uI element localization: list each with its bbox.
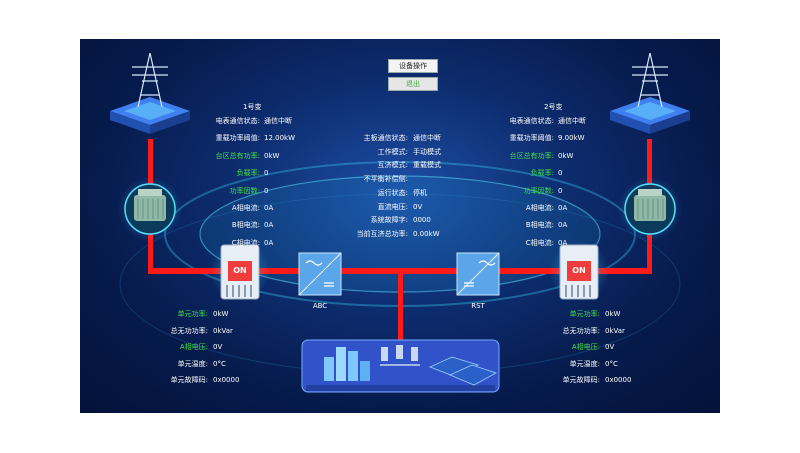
diagram-canvas	[110, 52, 690, 393]
left-transformer-value-5: 0A	[264, 204, 274, 212]
right-unit-value-0: 0kW	[605, 310, 621, 318]
center-status-label-5: 直流电压:	[377, 202, 408, 211]
right-transformer-value-3: 0	[558, 169, 563, 178]
left-transformer-value-1: 12.00kW	[264, 134, 296, 143]
left-switch-icon	[210, 241, 270, 301]
buildings-icon	[324, 347, 370, 381]
left-unit-label-3: 单元温度:	[177, 359, 208, 368]
center-status-label-3: 不平衡补偿侧:	[363, 175, 408, 184]
center-status-value-4: 停机	[413, 188, 427, 197]
left-converter-icon	[298, 252, 342, 296]
center-status-label-0: 主板通信状态:	[363, 134, 408, 142]
right-transformer-value-6: 0A	[558, 221, 568, 230]
left-unit-label-1: 总无功功率:	[170, 326, 208, 335]
left-transformer-label-2: 台区总有功率:	[215, 151, 260, 160]
left-unit-value-1: 0kVar	[213, 326, 233, 335]
right-transformer-label-0: 电表通信状态:	[509, 117, 554, 125]
load-platform-icon	[301, 339, 500, 393]
right-unit-value-4: 0x0000	[605, 376, 632, 384]
right-unit-label-0: 单元功率:	[569, 310, 600, 318]
left-transformer-value-2: 0kW	[264, 151, 280, 160]
right-transformer-value-5: 0A	[558, 204, 568, 212]
left-converter-label: ABC	[312, 302, 328, 310]
right-converter-label: RST	[471, 302, 485, 310]
right-transformer-icon	[618, 177, 682, 241]
right-unit-value-1: 0kVar	[605, 326, 625, 335]
right-transformer-label-4: 功率因数:	[523, 186, 554, 195]
left-unit-label-4: 单元故障码:	[170, 376, 208, 384]
right-unit-label-1: 总无功功率:	[562, 326, 600, 335]
left-unit-value-0: 0kW	[213, 310, 229, 318]
right-transformer-value-4: 0	[558, 186, 563, 195]
right-transformer-label-6: B相电流:	[525, 221, 554, 230]
center-status-value-1: 手动模式	[413, 147, 441, 156]
center-status-label-1: 工作模式:	[377, 147, 408, 156]
left-transformer-value-6: 0A	[264, 221, 274, 230]
center-status-label-7: 当前互济总功率:	[356, 229, 408, 238]
center-status-value-7: 0.00kW	[413, 229, 440, 238]
right-switch-state[interactable]: ON	[572, 266, 586, 275]
right-converter-icon	[456, 252, 500, 296]
left-unit-label-2: A相电压:	[179, 343, 208, 351]
right-transformer-value-2: 0kW	[558, 151, 574, 160]
center-drop-line	[398, 268, 403, 345]
center-status-value-2: 重载模式	[413, 161, 441, 170]
left-transformer-value-4: 0	[264, 186, 269, 195]
charger-icon	[380, 345, 420, 366]
left-unit-value-2: 0V	[213, 343, 223, 351]
center-status-label-4: 运行状态:	[377, 188, 408, 197]
center-status-label-2: 互济模式:	[377, 161, 408, 170]
left-transformer-label-4: 功率因数:	[229, 186, 260, 195]
center-status-label-6: 系统故障字:	[370, 216, 408, 225]
left-transformer-label-3: 负载率:	[236, 169, 260, 178]
left-unit-value-4: 0x0000	[213, 376, 240, 384]
left-transformer-value-7: 0A	[264, 238, 274, 247]
right-transformer-label-7: C相电流:	[525, 238, 554, 247]
center-status-value-6: 0000	[413, 216, 431, 225]
right-transformer-value-7: 0A	[558, 238, 568, 247]
solar-panel-icon	[428, 356, 497, 386]
left-transformer-label-0: 电表通信状态:	[215, 117, 260, 125]
left-transformer-label-5: A相电流:	[231, 204, 260, 212]
left-switch-state[interactable]: ON	[233, 266, 247, 275]
right-transformer-label-3: 负载率:	[530, 169, 554, 178]
right-unit-label-3: 单元温度:	[569, 359, 600, 368]
left-transformer-label-7: C相电流:	[231, 238, 260, 247]
left-transformer-value-3: 0	[264, 169, 269, 178]
right-unit-label-2: A相电压:	[571, 343, 600, 351]
right-unit-label-4: 单元故障码:	[562, 376, 600, 384]
right-transformer-label-5: A相电流:	[525, 204, 554, 212]
device-operation-button[interactable]: 设备操作	[388, 59, 438, 73]
right-transformer-value-1: 9.00kW	[558, 134, 585, 143]
left-transformer-label-1: 重载功率阈值:	[215, 134, 260, 143]
right-tower-icon	[610, 52, 690, 134]
left-tower-icon	[110, 52, 190, 134]
right-transformer-label-2: 台区总有功率:	[509, 151, 554, 160]
exit-button[interactable]: 退出	[388, 77, 438, 91]
left-unit-label-0: 单元功率:	[177, 310, 208, 318]
right-switch-icon	[549, 241, 609, 301]
right-transformer-title: 2号变	[544, 103, 563, 111]
center-status-value-0: 通信中断	[413, 134, 441, 142]
left-transformer-icon	[118, 177, 182, 241]
right-unit-value-2: 0V	[605, 343, 615, 351]
right-unit-value-3: 0°C	[605, 359, 618, 368]
left-transformer-value-0: 通信中断	[264, 117, 292, 125]
main-panel: 设备操作 退出 ON ON ABC RST 1号变 2号变 电表通信状态: 通信中…	[80, 39, 720, 413]
left-unit-value-3: 0°C	[213, 359, 226, 368]
right-transformer-value-0: 通信中断	[558, 117, 586, 125]
left-transformer-title: 1号变	[243, 103, 262, 111]
center-status-value-5: 0V	[413, 202, 423, 211]
left-transformer-label-6: B相电流:	[231, 221, 260, 230]
right-transformer-label-1: 重载功率阈值:	[509, 134, 554, 143]
